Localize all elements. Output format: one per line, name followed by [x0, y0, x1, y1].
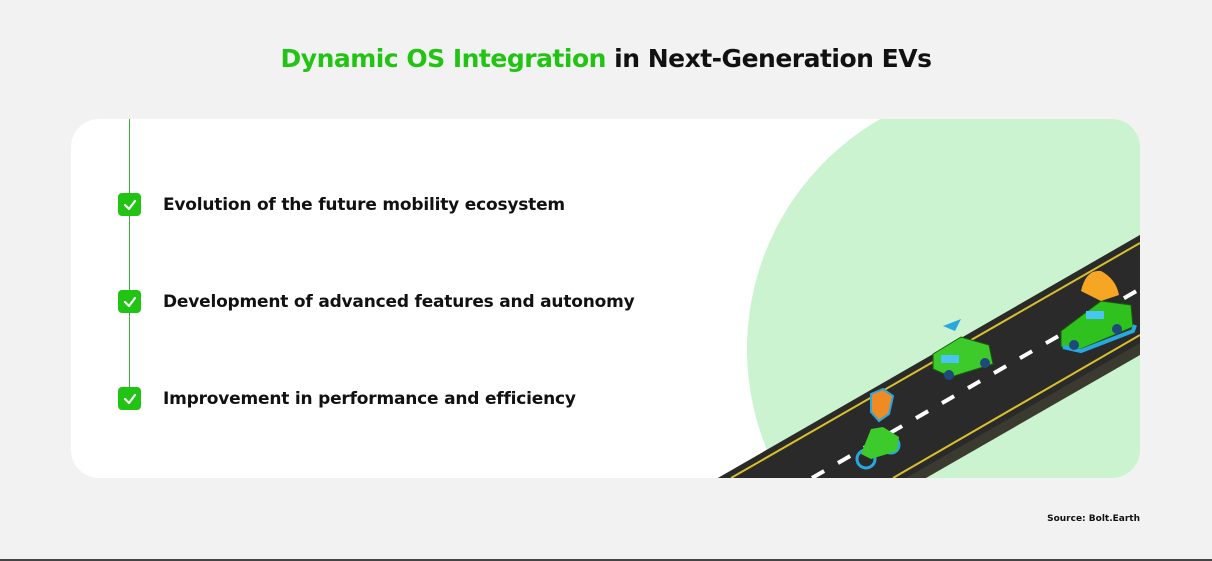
- page-title: Dynamic OS Integration in Next-Generatio…: [0, 44, 1212, 73]
- list-item-label: Development of advanced features and aut…: [163, 291, 635, 312]
- check-icon: [118, 290, 141, 313]
- check-icon: [118, 387, 141, 410]
- content-card: Evolution of the future mobility ecosyst…: [71, 119, 1140, 478]
- divider: [0, 559, 1212, 561]
- title-highlight: Dynamic OS Integration: [280, 44, 607, 73]
- timeline-line: [129, 119, 130, 389]
- shield-icon: [870, 387, 895, 423]
- list-item-label: Improvement in performance and efficienc…: [163, 388, 576, 409]
- list-item: Development of advanced features and aut…: [118, 290, 635, 313]
- road: [718, 235, 1140, 478]
- check-icon: [118, 193, 141, 216]
- list-item: Improvement in performance and efficienc…: [118, 387, 576, 410]
- source-caption: Source: Bolt.Earth: [1047, 514, 1140, 524]
- title-rest: in Next-Generation EVs: [605, 44, 932, 73]
- cloud-icon: [1081, 270, 1119, 301]
- scooter-icon: [855, 427, 901, 470]
- car-icon: [932, 336, 994, 380]
- road-edge-line: [892, 334, 1140, 478]
- list-item-label: Evolution of the future mobility ecosyst…: [163, 194, 565, 215]
- list-item: Evolution of the future mobility ecosyst…: [118, 193, 565, 216]
- road-illustration: [718, 119, 1140, 478]
- navigation-arrow-icon: [943, 319, 961, 331]
